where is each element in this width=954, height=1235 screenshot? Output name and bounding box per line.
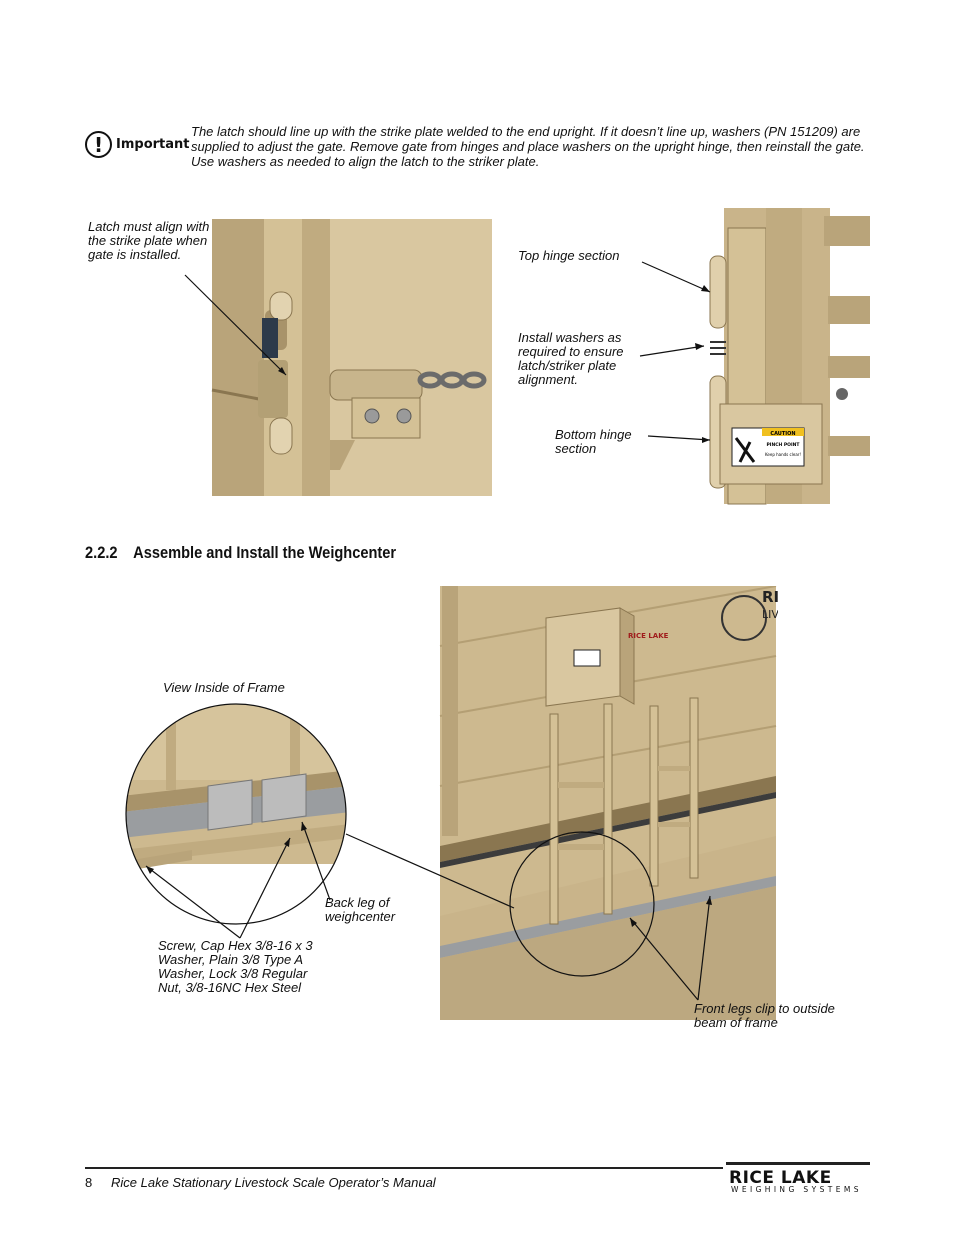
logo-text: RICE LAKE [729,1168,832,1188]
hardware-item: Screw, Cap Hex 3/8-16 x 3 [158,938,313,953]
weighcenter-leader-lines [145,821,712,1001]
hardware-item: Nut, 3/8-16NC Hex Steel [158,980,302,995]
latch-caption: Latch must align with the strike plate w… [88,219,210,262]
back-leg-caption: Back leg of weighcenter [325,895,396,924]
decal-pinch: PINCH POINT [766,442,800,448]
bottom-hinge-caption: Bottom hinge section [555,427,632,456]
important-icon: ! [85,131,112,158]
top-hinge-caption: Top hinge section [518,248,620,263]
section-number: 2.2.2 [85,543,118,562]
footer-rule-accent [726,1162,870,1165]
hardware-list: Screw, Cap Hex 3/8-16 x 3 Washer, Plain … [158,939,358,995]
rice-lake-logo: RICE LAKE WEIGHING SYSTEMS [729,1168,870,1196]
footer-rule [85,1167,723,1169]
important-label: Important [116,137,190,152]
front-legs-caption: Front legs clip to outside beam of frame [694,1001,835,1030]
weighcenter-illustration: RICE LAKE RICE LIVE [439,586,778,1020]
section-heading: 2.2.2 Assemble and Install the Weighcente… [85,543,396,563]
washers-caption: Install washers as required to ensure la… [518,330,624,387]
view-inside-caption: View Inside of Frame [163,680,285,695]
logo-subtext: WEIGHING SYSTEMS [731,1185,862,1194]
latch-illustration [184,219,492,496]
hinge-leader-lines [639,261,711,443]
wall-logo-sub: LIVE [762,608,778,621]
section-title: Assemble and Install the Weighcenter [133,543,397,562]
footer-page-number: 8 [85,1175,93,1190]
hardware-item: Washer, Plain 3/8 Type A [158,952,303,967]
footer-title: Rice Lake Stationary Livestock Scale Ope… [111,1175,436,1190]
inside-frame-zoom [125,703,347,925]
wall-logo: RICE [762,588,778,606]
hinge-illustration: CAUTION PINCH POINT Keep hands clear! [709,208,870,505]
decal-keep: Keep hands clear! [765,452,801,457]
box-logo: RICE LAKE [628,632,669,640]
important-text: The latch should line up with the strike… [191,124,865,169]
hardware-item: Washer, Lock 3/8 Regular [158,966,308,981]
decal-caution: CAUTION [770,431,795,437]
